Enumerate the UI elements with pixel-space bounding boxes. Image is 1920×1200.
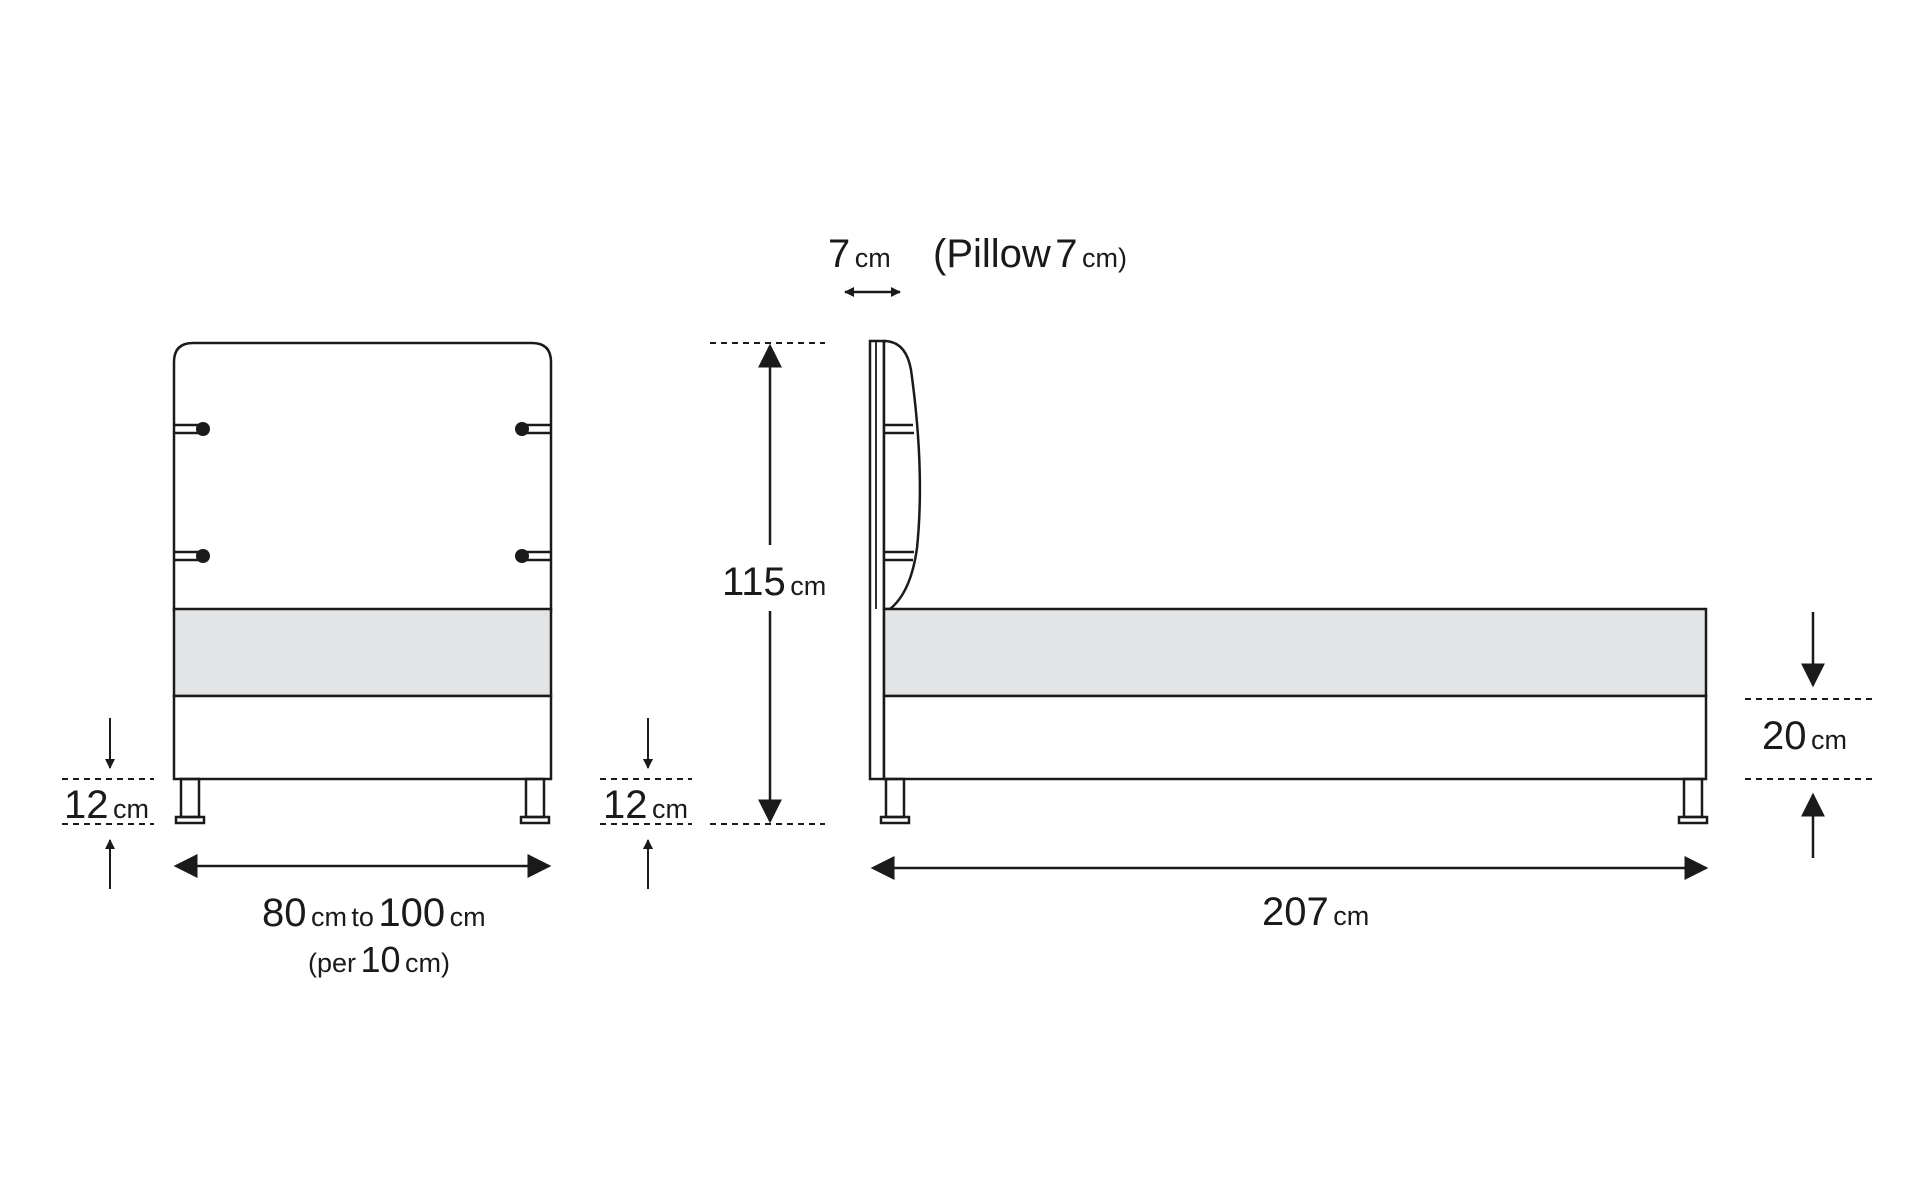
front-view [172,341,553,825]
mattress-height-value: 20 [1762,714,1807,758]
length-label: 207 cm [1262,892,1369,932]
front-headboard-brackets [174,422,551,563]
front-legs [174,777,551,825]
pillow-depth-label: (Pillow 7 cm) [933,234,1127,274]
pillow-prefix: (Pillow [933,232,1051,276]
side-base [882,694,1708,781]
side-mattress [882,607,1708,698]
side-pillow [882,339,922,611]
width-label: 80 cm to 100 cm [262,893,486,933]
leg-height-right-label: 12 cm [603,785,688,825]
side-pillow-brackets [884,423,914,562]
width-from-unit: cm [310,902,347,932]
leg-height-left-label: 12 cm [64,785,149,825]
mattress-height-unit: cm [1810,725,1847,755]
total-height-unit: cm [790,571,827,601]
width-step-value: 10 [360,939,401,980]
width-to-value: 100 [378,891,446,935]
total-height-value: 115 [722,560,786,604]
width-joiner: to [351,902,374,932]
length-value: 207 [1262,890,1329,934]
leg-height-left-value: 12 [64,783,109,827]
front-dimensions [62,718,692,889]
front-headboard [172,341,553,612]
width-step-label: (per 10 cm) [308,942,450,978]
headboard-depth-value: 7 [828,232,851,276]
width-from-value: 80 [262,891,307,935]
side-dimensions [710,287,1872,880]
leg-height-right-value: 12 [603,783,648,827]
mattress-height-label: 20 cm [1762,716,1847,756]
side-headboard-panel [868,339,886,781]
length-unit: cm [1333,901,1370,931]
width-to-unit: cm [449,902,486,932]
headboard-depth-unit: cm [854,243,891,273]
leg-height-right-unit: cm [651,794,688,824]
front-base [172,694,553,781]
headboard-depth-label: 7 cm [828,234,891,274]
pillow-unit: cm) [1081,243,1127,273]
side-view [868,339,1709,825]
front-mattress [172,607,553,698]
total-height-label: 115 cm [720,558,829,606]
side-legs [879,777,1709,825]
leg-height-left-unit: cm [112,794,149,824]
width-step-prefix: (per [308,948,357,978]
width-step-unit: cm) [404,948,450,978]
pillow-value: 7 [1055,232,1078,276]
